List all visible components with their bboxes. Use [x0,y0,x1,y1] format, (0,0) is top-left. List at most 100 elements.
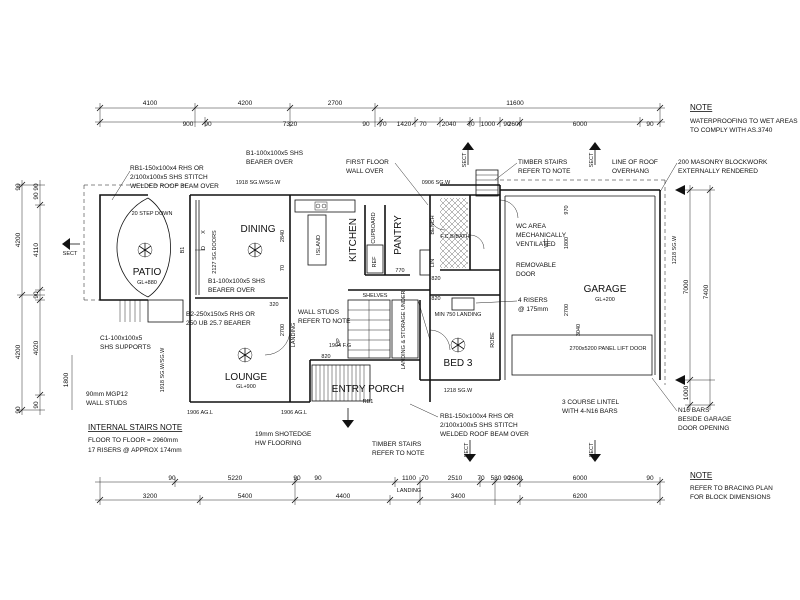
ag-label-right: 1906 AG.L [281,410,307,416]
dim-bottom-6000: 6000 [573,475,588,482]
masonry-line2: EXTERNALLY RENDERED [678,168,758,175]
step-down-label: 20 STEP DOWN [132,211,173,217]
dim-top-11600: 11600 [506,100,524,107]
n16-line1: N16 BARS [678,407,710,414]
removable-line1: REMOVABLE [516,262,557,269]
num-970: 970 [564,205,570,214]
wall-studs-line1: WALL STUDS [298,309,340,316]
dim-right-7000: 7000 [683,279,690,294]
wall-studs-line2: REFER TO NOTE [298,318,351,325]
note-waterproofing-title: NOTE [690,103,712,112]
sect-label-top-a: SECT [462,152,468,167]
sect-label-left: SECT [63,251,78,257]
n16-line2: BESIDE GARAGE [678,416,732,423]
internal-stairs [311,169,499,402]
dim-top-1420: 1420 [397,121,412,128]
dim-top-2600: 2600 [508,121,523,128]
room-island: ISLAND [316,235,322,255]
num-70: 70 [280,265,286,271]
dimension-lines-top: 4100 4200 2700 11600 900 7320 70 1420 70… [95,100,665,128]
annotation-notes: NOTE WATERPROOFING TO WET AREAS TO COMPL… [86,103,798,501]
dim-left-4200b: 4200 [15,344,22,359]
fg-label: 1904 F.G [329,343,351,349]
room-landing: MIN 750 LANDING [435,312,482,318]
wc-area-line2: MECHANICALLY [516,232,567,239]
room-patio: PATIO [133,267,162,278]
walls [83,179,666,403]
dim-top-2040: 2040 [442,121,457,128]
room-entry-porch: ENTRY PORCH [332,384,404,395]
dim-left-90f: 90 [15,406,22,414]
dim-top-6000: 6000 [573,121,588,128]
dim-left-90e: 90 [33,183,40,191]
line-of-roof-line1: LINE OF ROOF [612,159,658,166]
num-320: 320 [269,302,278,308]
dim-left-90b: 90 [33,291,40,299]
section-arrow-icon: SECT [62,238,80,257]
dim-bottom-90e: 90 [646,475,654,482]
c1-line1: C1-100x100x5 [100,335,143,342]
dim-left-1800: 1800 [63,372,70,387]
dim-left-90d: 90 [15,183,22,191]
room-lounge-level: GL+900 [236,384,256,390]
sect-label-top-b: SECT [589,152,595,167]
dim-bottom-5400: 5400 [238,493,253,500]
timber-stairs-bottom-line1: TIMBER STAIRS [372,441,422,448]
dim-bottom-70a: 70 [421,475,429,482]
num-2700: 2700 [280,324,286,336]
dim-top-90c: 90 [503,121,511,128]
b1-label: B1 [180,247,186,254]
stairs-note-line2: 17 RISERS @ APPROX 174mm [88,447,182,454]
section-arrow-icon [675,375,685,385]
line-of-roof-line2: OVERHANG [612,168,649,175]
room-pantry: PANTRY [393,215,404,255]
stairs-note-line1: FLOOR TO FLOOR = 2960mm [88,437,178,444]
room-landing-storage: LANDING & STORAGE UNDER [401,290,407,369]
b1-shs-line1: B1-100x100x5 SHS [246,150,304,157]
note-waterproofing-line1: WATERPROOFING TO WET AREAS [690,118,798,125]
num-1800: 1800 [564,237,570,249]
mgp12-line2: WALL STUDS [86,400,128,407]
dim-bottom-3200: 3200 [143,493,158,500]
dim-left-90a: 90 [33,192,40,200]
section-arrow-icon: SECT [464,440,476,462]
note-bracing-line2: FOR BLOCK DIMENSIONS [690,494,771,501]
note-bracing-title: NOTE [690,471,712,480]
room-cupboard: CUPBOARD [371,212,377,243]
num-2700b: 2700 [564,304,570,316]
room-ref: REF [372,256,378,268]
dim-bottom-2510: 2510 [448,475,463,482]
dim-bottom-70b: 70 [477,475,485,482]
ag-label-left: 1906 AG.L [187,410,213,416]
b1-mid-line2: BEARER OVER [208,287,255,294]
dim-top-90b: 90 [362,121,370,128]
shotedge-line1: 19mm SHOTEDGE [255,431,312,438]
num-3040: 3040 [576,324,582,336]
dimension-lines-left: 4200 4110 90 90 4200 4020 1800 90 90 90 … [15,180,73,415]
small-labels: 20 STEP DOWN 1918 SG.W/SG.W 2127 SG.DOOR… [132,180,678,416]
rb1-bottom-line3: WELDED ROOF BEAM OVER [440,431,529,438]
timber-stairs-bottom-line2: REFER TO NOTE [372,450,425,457]
b1-shs-line2: BEARER OVER [246,159,293,166]
c1-line2: SHS SUPPORTS [100,344,151,351]
dim-bottom-6200: 6200 [573,493,588,500]
dim-top-70a: 70 [379,121,387,128]
first-floor-line1: FIRST FLOOR [346,159,389,166]
bath-hatch [440,198,468,268]
room-kitchen: KITCHEN [348,218,359,262]
sg-w-bed: 1218 SG.W [444,388,473,394]
dim-left-4020: 4020 [33,340,40,355]
b1-mid-line1: B1-100x100x5 SHS [208,278,266,285]
risers-line1: 4 RISERS [518,297,548,304]
sg-w-dining: 1918 SG.W/SG.W [236,180,281,186]
dim-top-4100: 4100 [143,100,158,107]
room-labels: PATIO GL+880 DINING KITCHEN PANTRY CUPBO… [133,212,627,395]
room-garage-level: GL+200 [595,297,615,303]
section-arrow-icon [342,408,354,428]
dim-bottom-90a: 90 [168,475,176,482]
room-bed3: BED 3 [444,358,473,369]
dim-top-4200: 4200 [238,100,253,107]
section-arrow-icon: SECT [462,142,474,167]
lintel-line2: WITH 4-N16 BARS [562,408,618,415]
section-arrow-icon [675,185,685,195]
